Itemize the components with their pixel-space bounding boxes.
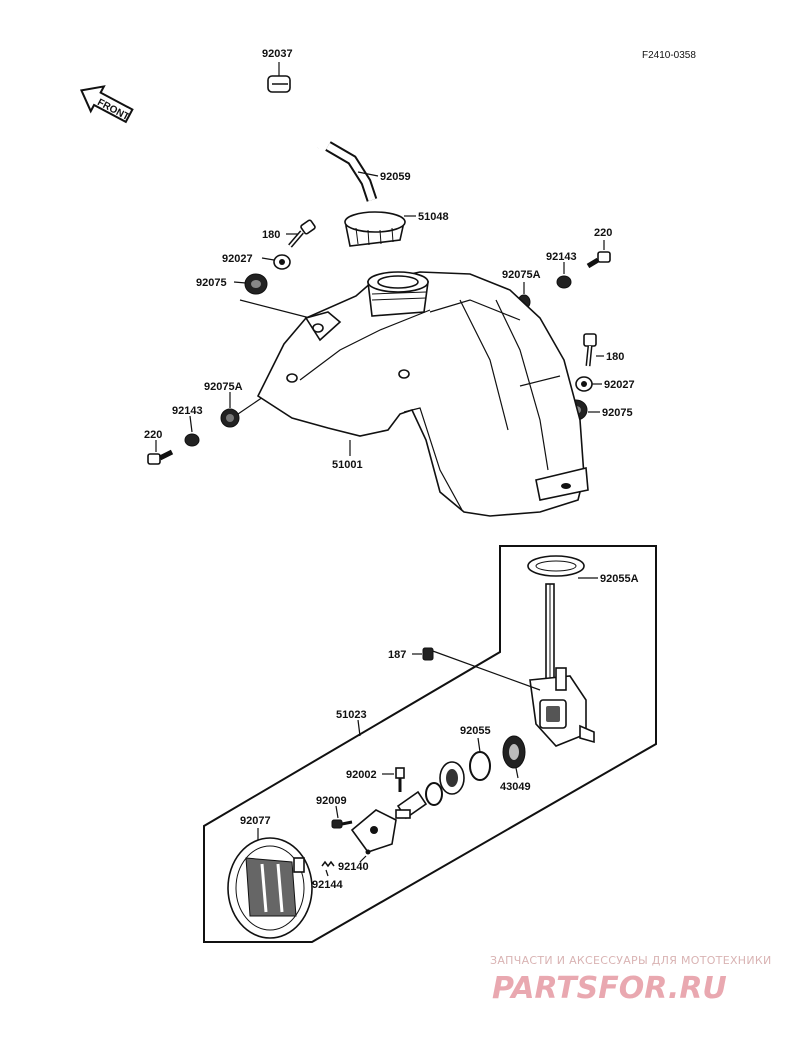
- label-43049: 43049: [500, 781, 531, 793]
- label-187: 187: [388, 649, 406, 661]
- label-220-upper: 220: [594, 227, 612, 239]
- watermark-logo: PARTSFOR.RU: [492, 971, 727, 1006]
- spring-washer: [425, 782, 443, 806]
- bolt-180-right: [583, 333, 597, 367]
- label-92027-left: 92027: [222, 253, 253, 265]
- label-51023: 51023: [336, 709, 367, 721]
- spring-92144: [321, 860, 335, 868]
- fuel-cock-lever-92077: [227, 837, 313, 939]
- bolt-220-lower: [147, 449, 174, 465]
- collar-92027-right: [575, 376, 593, 392]
- lever-shaft: [395, 790, 428, 820]
- label-180-left: 180: [262, 229, 280, 241]
- label-92075-right: 92075: [602, 407, 633, 419]
- label-92055A: 92055A: [600, 573, 639, 585]
- damper-92075-left: [244, 273, 268, 295]
- label-92037: 92037: [262, 48, 293, 60]
- cover-plate: [350, 809, 397, 853]
- collar-92143-lower: [184, 433, 200, 447]
- hose-clip: [267, 75, 291, 93]
- damper-92075A-lower: [220, 408, 240, 428]
- label-92027-right: 92027: [604, 379, 635, 391]
- label-92075A-upper: 92075A: [502, 269, 541, 281]
- collar-92027-left: [273, 254, 291, 270]
- bolt-220-upper: [586, 251, 611, 269]
- label-92144: 92144: [312, 879, 343, 891]
- label-220-lower: 220: [144, 429, 162, 441]
- label-92143-upper: 92143: [546, 251, 577, 263]
- front-arrow-icon: FRONT: [79, 85, 134, 124]
- screw-92002: [395, 767, 405, 792]
- label-92002: 92002: [346, 769, 377, 781]
- filler-neck: [367, 271, 429, 317]
- label-92009: 92009: [316, 795, 347, 807]
- label-92075-left: 92075: [196, 277, 227, 289]
- gasket-43049: [502, 735, 526, 769]
- filter-screen-92055A: [527, 555, 585, 577]
- label-180-right: 180: [606, 351, 624, 363]
- label-51048: 51048: [418, 211, 449, 223]
- valve-disc: [439, 761, 465, 795]
- fuel-cap: [344, 211, 406, 247]
- screw-187: [422, 647, 434, 661]
- screw-92009: [331, 819, 353, 829]
- fuel-cock-pipe: [545, 583, 555, 681]
- label-92077: 92077: [240, 815, 271, 827]
- fuel-cock-assembly-outline: [203, 545, 657, 943]
- ball-92140: [365, 849, 371, 855]
- label-92143-lower: 92143: [172, 405, 203, 417]
- fuel-cock-body: [529, 667, 595, 747]
- watermark-tagline: ЗАПЧАСТИ И АКСЕССУАРЫ ДЛЯ МОТОТЕХНИКИ: [490, 954, 772, 967]
- label-92075A-lower: 92075A: [204, 381, 243, 393]
- o-ring-92055: [469, 751, 491, 781]
- label-92140: 92140: [338, 861, 369, 873]
- diagram-code: F2410-0358: [642, 50, 696, 61]
- bolt-180-left: [288, 219, 316, 248]
- label-92059: 92059: [380, 171, 411, 183]
- label-92055: 92055: [460, 725, 491, 737]
- breather-hose: [254, 85, 378, 202]
- collar-92143-upper: [556, 275, 572, 289]
- label-51001: 51001: [332, 459, 363, 471]
